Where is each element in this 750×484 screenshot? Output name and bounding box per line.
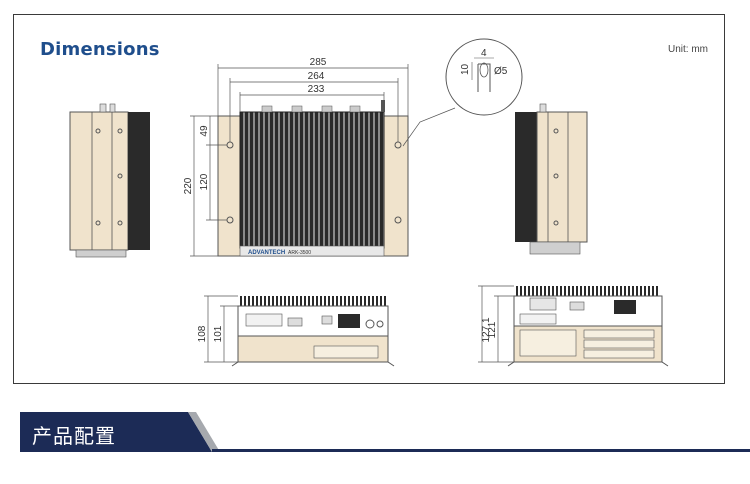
- section-header-band: 产品配置: [0, 412, 750, 456]
- dim-height-108: 108: [197, 325, 208, 342]
- detail-dim-10: 10: [460, 63, 471, 75]
- right-side-view: [515, 103, 588, 255]
- dimension-drawing: ADVANTECH ARK-3500 285 264 233: [69, 38, 669, 367]
- band-shape: [20, 412, 750, 452]
- dim-height-127: 127.1: [481, 317, 492, 342]
- hole-detail: 4 10 Ø5: [445, 38, 523, 116]
- dimensions-title: Dimensions: [40, 39, 160, 60]
- dim-height-121: 121: [487, 321, 498, 338]
- dim-height-120: 120: [199, 173, 210, 190]
- brand-logo: ADVANTECH: [248, 250, 285, 256]
- dim-width-264: 264: [308, 71, 325, 82]
- top-view: ADVANTECH ARK-3500 285 264 233: [183, 57, 456, 257]
- dim-height-49: 49: [199, 125, 210, 137]
- left-side-view: [69, 103, 150, 258]
- rear-view: 127.1 121: [478, 285, 669, 367]
- detail-dim-5: Ø5: [494, 66, 508, 77]
- front-view: 108 101: [197, 295, 395, 367]
- dim-width-233: 233: [308, 84, 325, 95]
- dim-width-285: 285: [310, 57, 327, 68]
- detail-dim-4: 4: [481, 48, 487, 59]
- section-title: 产品配置: [32, 424, 116, 448]
- unit-label: Unit: mm: [668, 44, 708, 55]
- dim-height-101: 101: [213, 325, 224, 342]
- model-label: ARK-3500: [288, 250, 311, 256]
- dim-height-220: 220: [183, 177, 194, 194]
